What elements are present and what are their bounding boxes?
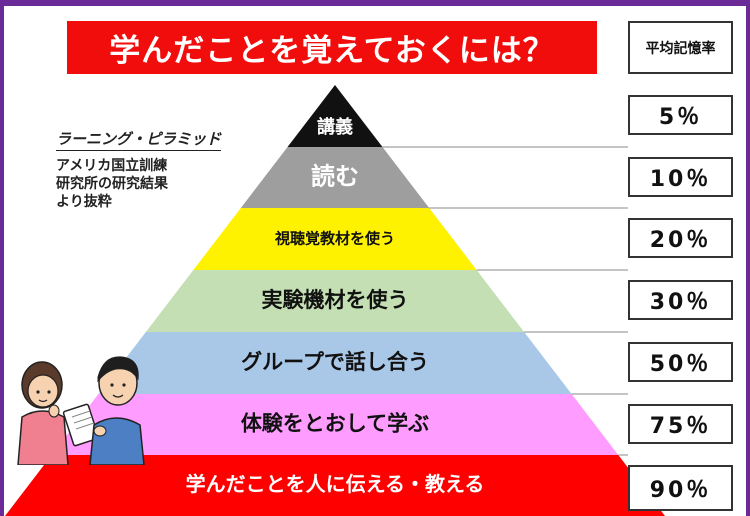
top-border <box>4 0 746 6</box>
pyramid-layer-label: 学んだことを人に伝える・教える <box>186 472 485 496</box>
caption-line: 研究所の研究結果 <box>56 176 168 192</box>
caption-line: アメリカ国立訓練 <box>56 158 168 174</box>
students-illustration <box>17 356 145 465</box>
pyramid-layer-label: 読む <box>311 163 359 191</box>
girl-figure <box>17 361 69 465</box>
pyramid-layer-label: グループで話し合う <box>241 350 429 374</box>
boy-figure <box>89 356 145 465</box>
pyramid-layer <box>193 208 477 270</box>
pyramid-layer-label: 講義 <box>317 116 353 138</box>
pyramid-layer <box>5 455 665 516</box>
rate-box: 10％ <box>628 157 733 197</box>
rate-box: 30％ <box>628 280 733 320</box>
rate-box: 90％ <box>628 465 733 511</box>
pyramid-layer <box>98 332 572 394</box>
rate-box: 20％ <box>628 218 733 258</box>
rate-box: 5％ <box>628 95 733 135</box>
pyramid-layer <box>240 147 430 208</box>
caption-line: より抜粋 <box>56 194 112 210</box>
pyramid: 講義読む視聴覚教材を使う実験機材を使うグループで話し合う体験をとおして学ぶ学んだ… <box>5 85 665 516</box>
pyramid-layer <box>145 270 525 332</box>
rate-box: 50％ <box>628 342 733 382</box>
rate-box: 75％ <box>628 404 733 444</box>
rate-header: 平均記憶率 <box>628 21 733 74</box>
notebook-icon <box>62 403 100 447</box>
caption: ラーニング・ピラミッド アメリカ国立訓練 研究所の研究結果 より抜粋 <box>56 128 222 211</box>
pyramid-layer <box>287 85 383 147</box>
caption-title: ラーニング・ピラミッド <box>56 128 222 151</box>
pyramid-layer <box>51 394 619 455</box>
page-title: 学んだことを覚えておくには？ <box>67 21 597 74</box>
pyramid-layer-label: 視聴覚教材を使う <box>274 230 395 248</box>
pyramid-layer-label: 体験をとおして学ぶ <box>241 412 429 436</box>
pyramid-layer-label: 実験機材を使う <box>262 288 409 312</box>
